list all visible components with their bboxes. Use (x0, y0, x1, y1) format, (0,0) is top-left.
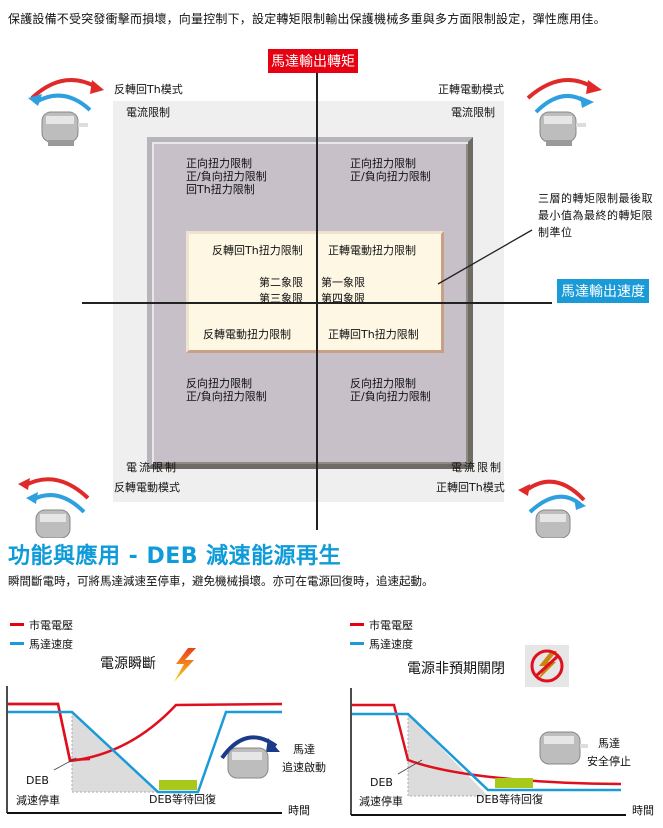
inner-bottom-left-text: 反轉電動扭力限制 (203, 328, 291, 341)
chart-left-plot (6, 686, 283, 814)
section-subtitle: 瞬間斷電時，可將馬達減速至停車，避免機械損壞。亦可在電源回復時，追速起動。 (8, 574, 434, 588)
note-pointer-line (437, 229, 533, 285)
mid-top-left-text: 正向扭力限制 正/負向扭力限制 回Th扭力限制 (186, 157, 267, 196)
current-limit-bottom-left: 電流限制 (126, 461, 178, 474)
motor-reverse-drive-icon (18, 477, 90, 538)
mid-bottom-right-text: 反向扭力限制 正/負向扭力限制 (350, 377, 431, 403)
legend-swatch-red (350, 623, 364, 626)
inner-bottom-right-text: 正轉回Th扭力限制 (328, 328, 419, 341)
legend-voltage: 市電電壓 (350, 615, 413, 634)
torque-limit-note: 三層的轉矩限制最後取最小值為最終的轉矩限制準位 (538, 192, 653, 239)
chart-left-title: 電源瞬斷 (100, 656, 156, 672)
legend-speed: 馬達速度 (10, 634, 73, 653)
inner-top-right-text: 正轉電動扭力限制 (328, 244, 416, 257)
inner-top-left-text: 反轉回Th扭力限制 (212, 244, 303, 257)
chart-right-motor-line2: 安全停止 (587, 755, 631, 768)
chart-left-motor-line1: 馬達 (293, 743, 315, 756)
motor-reverse-regen-icon (28, 78, 104, 146)
mid-bottom-left-text: 反向扭力限制 正/負向扭力限制 (186, 377, 267, 403)
chart-left-motor-line2: 追速啟動 (282, 761, 326, 774)
current-limit-top-left: 電流限制 (126, 106, 170, 119)
chart-right-time-label: 時間 (632, 804, 654, 817)
chart-right-legend: 市電電壓 馬達速度 (350, 615, 413, 653)
mode-top-left: 反轉回Th模式 (114, 83, 183, 96)
quadrant-3-label: 第三象限 (259, 292, 303, 305)
chart-right-plot (350, 688, 626, 816)
quadrant-1-label: 第一象限 (321, 276, 365, 289)
chart-left-wait-label: DEB等待回復 (149, 793, 216, 806)
chart-left-deb-line1: DEB (26, 774, 49, 787)
legend-swatch-blue (10, 642, 24, 645)
legend-swatch-red (10, 623, 24, 626)
intro-text: 保護設備不受突發衝擊而損壞，向量控制下，設定轉矩限制輸出保護機械多重與多方面限制… (8, 12, 606, 26)
quadrant-2-label: 第二象限 (259, 276, 303, 289)
chart-right-title: 電源非預期關閉 (407, 661, 505, 677)
section-title: 功能與應用 - DEB 減速能源再生 (8, 544, 342, 569)
mode-bottom-right: 正轉回Th模式 (436, 481, 505, 494)
chart-left-time-label: 時間 (288, 804, 310, 817)
chart-right-deb-line1: DEB (370, 776, 393, 789)
legend-voltage: 市電電壓 (10, 615, 73, 634)
quadrant-4-label: 第四象限 (321, 292, 365, 305)
lightning-icon (174, 648, 196, 682)
chart-right-wait-label: DEB等待回復 (476, 793, 543, 806)
legend-swatch-blue (350, 642, 364, 645)
speed-axis-label: 馬達輸出速度 (557, 279, 649, 303)
current-limit-top-right: 電流限制 (451, 106, 495, 119)
no-power-icon (525, 645, 569, 687)
mode-top-right: 正轉電動模式 (438, 83, 504, 96)
current-limit-bottom-right: 電流限制 (451, 461, 503, 474)
chart-left-deb-line2: 減速停車 (16, 794, 60, 807)
torque-axis-label: 馬達輸出轉矩 (268, 49, 358, 73)
chart-right-motor-line1: 馬達 (598, 737, 620, 750)
motor-forward-regen-icon (518, 479, 586, 538)
chart-left-legend: 市電電壓 馬達速度 (10, 615, 73, 653)
quadrant-torque-layer (186, 231, 444, 353)
mid-top-right-text: 正向扭力限制 正/負向扭力限制 (350, 157, 431, 183)
speed-axis-line (82, 302, 552, 304)
legend-speed: 馬達速度 (350, 634, 413, 653)
mode-bottom-left: 反轉電動模式 (114, 481, 180, 494)
chart-right-deb-line2: 減速停車 (359, 795, 403, 808)
torque-axis-line (316, 68, 318, 530)
motor-forward-drive-icon (526, 78, 602, 146)
